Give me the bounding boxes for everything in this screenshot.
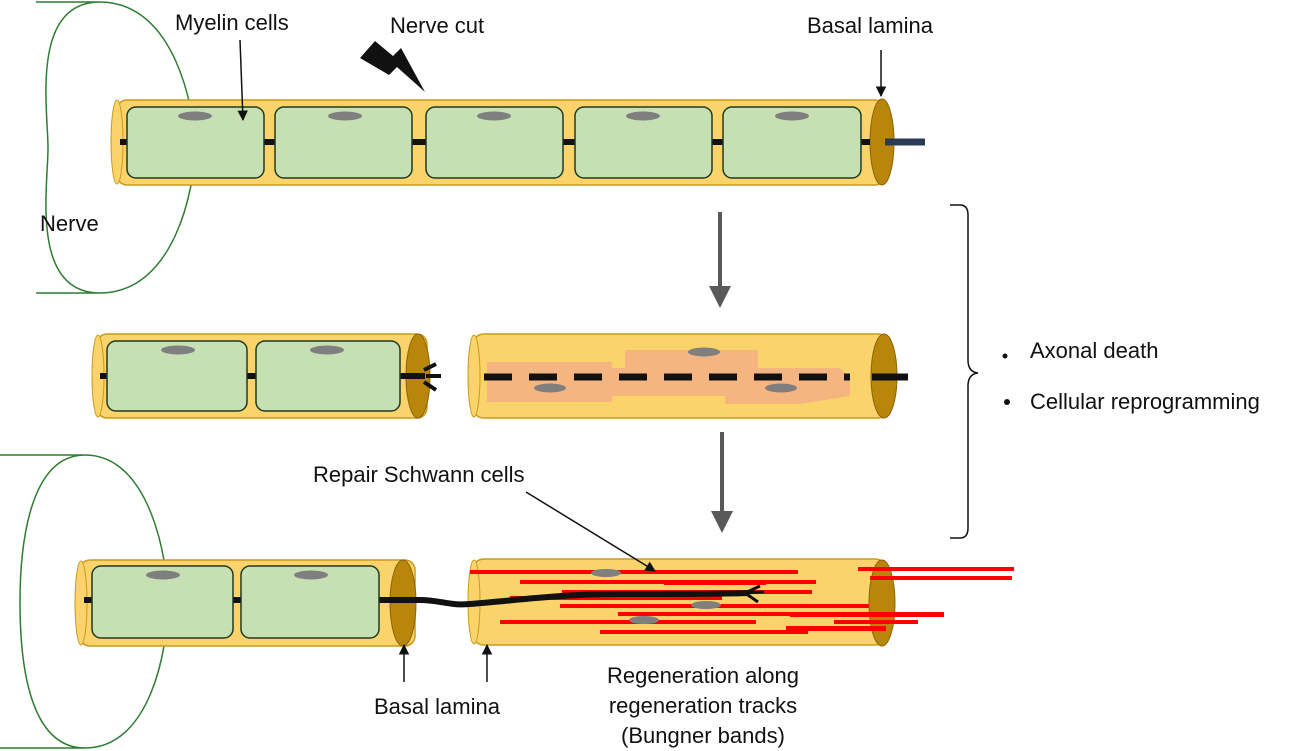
label-nerve-cut: Nerve cut: [390, 13, 484, 38]
bullet-axonal-death: Axonal death: [1030, 338, 1158, 363]
label-nerve: Nerve: [40, 211, 99, 236]
label-repair-schwann-cells: Repair Schwann cells: [313, 462, 525, 487]
bullet-dot: [1004, 399, 1010, 405]
label-basal-lamina-top: Basal lamina: [807, 13, 934, 38]
bullet-cellular-reprogramming: Cellular reprogramming: [1030, 389, 1260, 414]
label-myelin-cells: Myelin cells: [175, 10, 289, 35]
label-regeneration-line2: regeneration tracks: [609, 693, 797, 718]
fiber-proximal-stump: [91, 333, 441, 419]
fiber-regenerating-distal: [467, 558, 1014, 647]
label-regeneration-line3: (Bungner bands): [621, 723, 785, 748]
fiber-regenerating-proximal: [74, 559, 417, 647]
fiber-intact: [110, 98, 925, 186]
lightning-bolt-icon: [360, 41, 425, 92]
down-arrow-icon: [709, 212, 731, 308]
arrow-repair-schwann-cells: [525, 491, 656, 572]
label-regeneration-line1: Regeneration along: [607, 663, 799, 688]
bracket-icon: [950, 204, 979, 539]
bullet-dot: [1002, 353, 1008, 359]
arrow-myelin-cells: [237, 39, 248, 122]
fiber-distal-degenerating: [467, 333, 908, 419]
label-basal-lamina-bottom: Basal lamina: [374, 694, 501, 719]
down-arrow-icon-2: [711, 432, 733, 533]
regenerating-axon: [380, 590, 749, 608]
growth-cone: [744, 584, 765, 604]
